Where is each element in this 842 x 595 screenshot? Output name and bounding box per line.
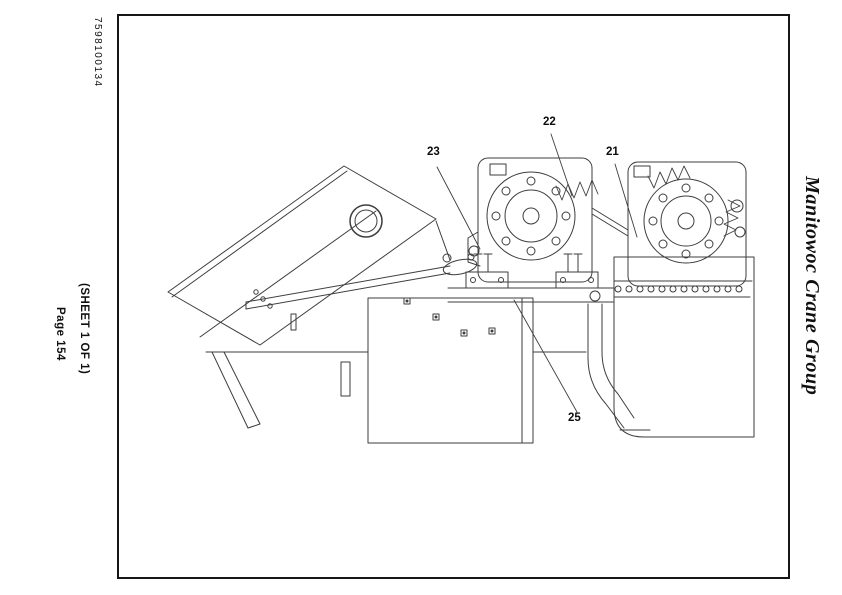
callout-label-21: 21 (606, 146, 619, 158)
winch-link (591, 207, 629, 237)
deck-brackets (447, 253, 615, 303)
winch-assembly-2 (627, 161, 747, 287)
support-arm (581, 290, 651, 431)
winch-assembly-1 (467, 157, 599, 283)
callout-label-22: 22 (543, 116, 556, 128)
page-number: Page 154 (54, 307, 66, 361)
part-number: 7598100134 (92, 17, 103, 88)
right-base-plate (613, 256, 755, 438)
callout-label-25: 25 (568, 412, 581, 424)
drawing-frame (117, 14, 790, 579)
sheet-label: (SHEET 1 OF 1) (78, 283, 90, 375)
callout-label-23: 23 (427, 146, 440, 158)
tilted-panel (167, 165, 451, 346)
brand-logo-text: Manitowoc Crane Group (801, 176, 823, 396)
lower-plate (340, 297, 587, 444)
shaft-collar (442, 253, 478, 276)
base-supports (205, 265, 451, 429)
leader-lines (436, 133, 638, 413)
